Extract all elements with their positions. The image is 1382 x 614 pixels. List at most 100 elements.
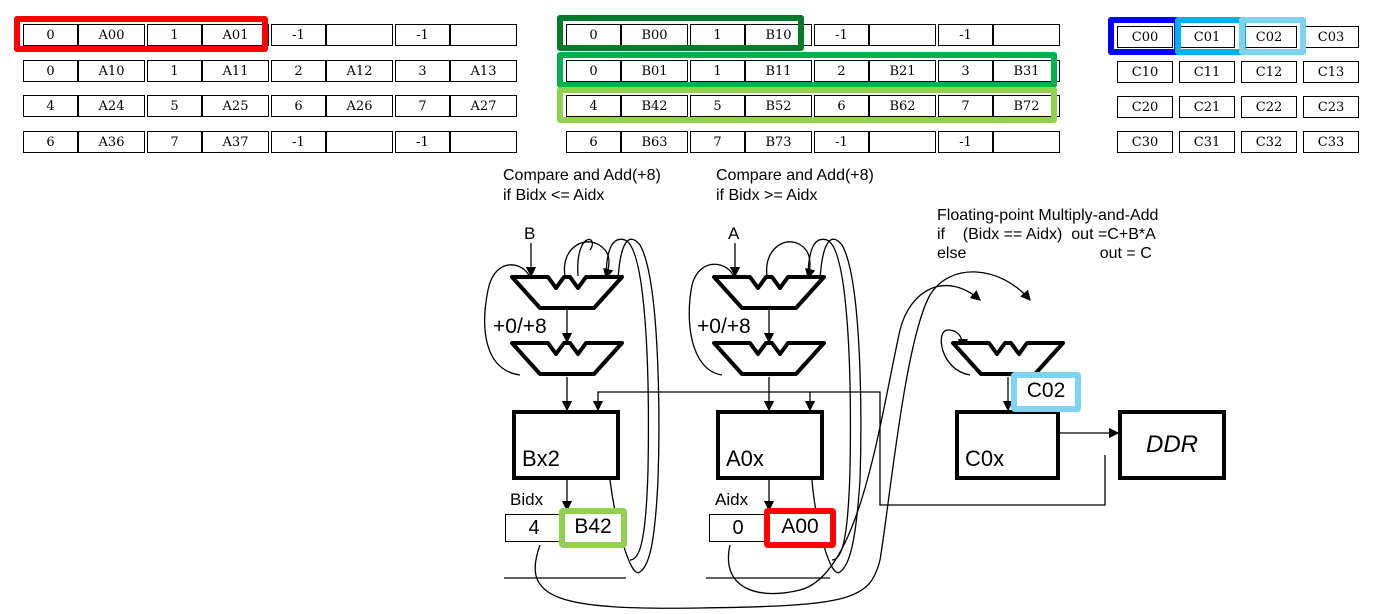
matrix-b-cell: B62 [869, 95, 936, 117]
matrix-b-cell: -1 [938, 24, 993, 46]
matrix-a-cell: 4 [23, 95, 78, 117]
matrix-a-cell: -1 [271, 24, 326, 46]
matrix-a-cell: A26 [326, 95, 393, 117]
matrix-b-cell: -1 [814, 131, 869, 153]
matrix-c-cell: C33 [1303, 131, 1359, 153]
matrix-a-cell: A27 [450, 95, 517, 117]
matrix-b-cell: B01 [621, 60, 688, 82]
matrix-b-cell: -1 [814, 24, 869, 46]
wire-bottom-loop2 [727, 284, 981, 595]
ddr-label: DDR [1146, 431, 1198, 458]
compare-b-label-1: Compare and Add(+8) [503, 167, 661, 184]
a-value-tag: A00 [764, 508, 836, 548]
matrix-c-cell: C22 [1241, 96, 1297, 118]
matrix-c-cell: C31 [1179, 131, 1235, 153]
matrix-a-cell: A37 [202, 131, 269, 153]
matrix-b-cell: 0 [566, 60, 621, 82]
matrix-a-cell: 6 [271, 95, 326, 117]
highlight-a-row0 [14, 16, 268, 52]
matrix-a-cell: A36 [78, 131, 145, 153]
c-value-tag: C02 [1011, 372, 1081, 412]
bidx-label: Bidx [510, 490, 544, 509]
matrix-b-cell: B42 [621, 95, 688, 117]
matrix-b-cell [869, 24, 936, 46]
offset-a-label: +0/+8 [697, 315, 751, 338]
alu-a-compare [712, 275, 826, 310]
offset-b-label: +0/+8 [493, 315, 547, 338]
alu-c-fma [951, 341, 1065, 376]
compare-b-label-2: if Bidx <= Aidx [503, 187, 605, 204]
matrix-a-cell: 0 [23, 60, 78, 82]
matrix-b-cell: -1 [938, 131, 993, 153]
matrix-c-cell: C03 [1303, 26, 1359, 48]
matrix-a-cell: 1 [147, 24, 202, 46]
fma-label-2: if (Bidx == Aidx) out =C+B*A [937, 226, 1156, 243]
matrix-c-cell: C32 [1241, 131, 1297, 153]
register-b: Bx2 [512, 410, 620, 480]
aidx-value-box: 0 [709, 514, 767, 542]
matrix-b-cell: 1 [690, 60, 745, 82]
highlight-b-row1 [557, 52, 1057, 88]
input-a-label: A [728, 224, 740, 243]
matrix-b-cell: B63 [621, 131, 688, 153]
matrix-b-cell: B52 [745, 95, 812, 117]
matrix-b-cell: B21 [869, 60, 936, 82]
matrix-c-cell: C12 [1241, 61, 1297, 83]
register-c: C0x [955, 410, 1060, 480]
highlight-c02 [1239, 17, 1306, 55]
matrix-c-cell: C11 [1179, 61, 1235, 83]
matrix-b-cell: 6 [566, 131, 621, 153]
matrix-b-cell: 4 [566, 95, 621, 117]
register-b-label: Bx2 [522, 446, 560, 471]
matrix-a-cell: 7 [147, 131, 202, 153]
highlight-b-row2 [557, 87, 1057, 123]
matrix-b-cell: B73 [745, 131, 812, 153]
matrix-c-cell: C30 [1117, 131, 1173, 153]
aidx-label: Aidx [715, 490, 749, 509]
matrix-a-cell [326, 24, 393, 46]
matrix-c-cell: C21 [1179, 96, 1235, 118]
matrix-b-cell: 7 [938, 95, 993, 117]
matrix-b-cell: B31 [993, 60, 1060, 82]
wire-a-loop-a [766, 241, 816, 280]
matrix-b-cell [869, 131, 936, 153]
fma-label-3: else out = C [937, 245, 1152, 262]
wire-b-long2 [605, 238, 650, 561]
wire-cross-feed [592, 391, 881, 500]
matrix-b-cell [993, 131, 1060, 153]
wire-ddr-feed [879, 455, 1106, 506]
matrix-c-cell: C23 [1303, 96, 1359, 118]
matrix-c-cell: C13 [1303, 61, 1359, 83]
register-a-label: A0x [726, 446, 764, 471]
wire-a-long2 [807, 238, 852, 561]
matrix-a-cell: A00 [78, 24, 145, 46]
matrix-a-cell: A24 [78, 95, 145, 117]
matrix-a-cell: 6 [23, 131, 78, 153]
matrix-a-cell [450, 24, 517, 46]
alu-b-compare [510, 275, 624, 310]
matrix-b-cell [993, 24, 1060, 46]
matrix-a-cell: A12 [326, 60, 393, 82]
wire-b-loop-a [563, 241, 614, 280]
matrix-b-cell: 2 [814, 60, 869, 82]
wire-c-loop [940, 329, 971, 376]
alu-b-add [510, 341, 624, 376]
matrix-a-cell: A13 [450, 60, 517, 82]
matrix-a-cell: A10 [78, 60, 145, 82]
matrix-b-cell: B72 [993, 95, 1060, 117]
matrix-c-cell: C00 [1117, 26, 1173, 48]
wire-b-long [609, 238, 660, 574]
matrix-a-cell: -1 [395, 24, 450, 46]
matrix-a-cell: 7 [395, 95, 450, 117]
matrix-a-cell [326, 131, 393, 153]
wire-b-loop-left [484, 264, 531, 376]
matrix-a-cell: 0 [23, 24, 78, 46]
matrix-a-cell: -1 [395, 131, 450, 153]
register-a: A0x [716, 410, 824, 480]
register-c-label: C0x [965, 446, 1005, 471]
wire-a-long [811, 238, 862, 574]
highlight-b-row0 [557, 15, 804, 51]
matrix-a-cell: 2 [271, 60, 326, 82]
matrix-b-cell: B11 [745, 60, 812, 82]
